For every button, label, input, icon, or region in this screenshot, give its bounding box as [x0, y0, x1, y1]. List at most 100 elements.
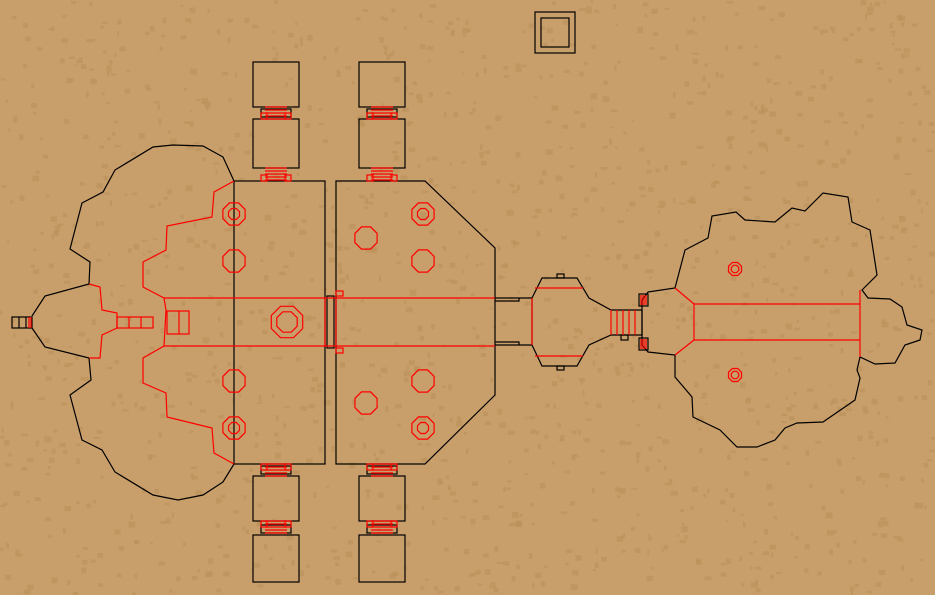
floor-speckle [371, 248, 378, 254]
floor-speckle [647, 159, 651, 165]
floor-speckle [827, 322, 830, 328]
floor-speckle [409, 289, 417, 296]
floor-speckle [197, 569, 201, 573]
floor-speckle [610, 109, 618, 113]
pillar-octagon [411, 249, 435, 273]
floor-speckle [481, 160, 487, 166]
floor-speckle [417, 98, 423, 103]
floor-speckle [306, 458, 313, 465]
floor-speckle [773, 515, 778, 520]
floor-speckle [599, 337, 603, 341]
floor-speckle [874, 1, 881, 7]
floor-speckle [33, 248, 37, 252]
floor-speckle [117, 393, 123, 399]
floor-speckle [856, 226, 859, 230]
floor-speckle [72, 242, 76, 245]
floor-speckle [698, 416, 704, 422]
floor-speckle [919, 558, 924, 562]
door-jamb [284, 112, 292, 120]
floor-speckle [167, 404, 175, 409]
floor-speckle [659, 56, 667, 60]
floor-speckle [456, 17, 460, 21]
floor-speckle [288, 77, 294, 81]
floor-speckle [147, 439, 152, 444]
left-stub [11, 316, 33, 329]
floor-speckle [769, 18, 775, 22]
floor-speckle [769, 97, 773, 104]
floor-speckle [405, 307, 413, 313]
floor-speckle [171, 345, 177, 351]
floor-speckle [61, 38, 68, 44]
floor-speckle [692, 486, 698, 492]
floor-speckle [550, 38, 555, 42]
floor-speckle [864, 14, 867, 20]
floor-speckle [692, 291, 699, 295]
floor-speckle [142, 253, 146, 256]
walls-layer [11, 11, 923, 583]
floor-speckle [365, 247, 372, 253]
floor-speckle [8, 452, 12, 457]
floor-speckle [15, 549, 20, 555]
floor-speckle [816, 160, 823, 165]
floor-speckle [754, 566, 762, 570]
floor-speckle [1, 427, 4, 433]
floor-speckle [430, 393, 436, 400]
floor-speckle [296, 172, 300, 176]
floor-speckle [907, 258, 912, 261]
floor-speckle [420, 585, 425, 590]
floor-speckle [557, 422, 562, 428]
floor-speckle [101, 21, 108, 24]
floor-speckle [616, 166, 622, 170]
floor-speckle [921, 85, 927, 90]
floor-speckle [743, 165, 747, 169]
floor-speckle [153, 101, 160, 104]
floor-speckle [592, 568, 596, 572]
floor-speckle [33, 289, 38, 294]
floor-speckle [497, 505, 504, 508]
floor-speckle [59, 442, 66, 448]
floor-speckle [691, 266, 697, 269]
floor-speckle [211, 243, 216, 249]
floor-speckle [782, 445, 789, 450]
pillar-octagon [411, 416, 435, 440]
floor-speckle [167, 188, 172, 195]
floor-speckle [857, 210, 860, 214]
floor-speckle [483, 411, 488, 416]
floor-speckle [169, 588, 172, 593]
floor-speckle [609, 138, 612, 145]
floor-speckle [743, 522, 746, 528]
pillar-octagon [730, 264, 740, 274]
floor-speckle [154, 393, 160, 399]
floor-speckle [860, 0, 867, 6]
floor-speckle [859, 388, 865, 393]
floor-speckle [851, 242, 858, 247]
floor-speckle [646, 169, 652, 174]
floor-speckle [730, 276, 737, 281]
floor-speckle [810, 85, 816, 89]
floor-speckle [206, 106, 209, 111]
floor-speckle [403, 370, 411, 377]
floor-speckle [664, 465, 667, 471]
floor-speckle [494, 545, 499, 552]
floor-speckle [312, 419, 319, 424]
floor-speckle [689, 506, 694, 510]
floor-speckle [357, 118, 364, 125]
floor-speckle [700, 396, 707, 399]
floor-speckle [917, 199, 921, 204]
floor-speckle [892, 224, 899, 229]
floor-speckle [361, 299, 364, 303]
floor-speckle [793, 286, 798, 290]
floor-speckle [57, 359, 60, 365]
floor-speckle [223, 571, 230, 577]
floor-speckle [244, 17, 250, 24]
floor-speckle [794, 556, 799, 559]
floor-speckle [680, 318, 686, 323]
floor-speckle [713, 364, 720, 369]
floor-speckle [646, 575, 653, 582]
floor-speckle [19, 134, 24, 141]
floor-speckle [395, 261, 401, 265]
step-edges-layer [28, 106, 861, 534]
floor-speckle [178, 266, 184, 271]
